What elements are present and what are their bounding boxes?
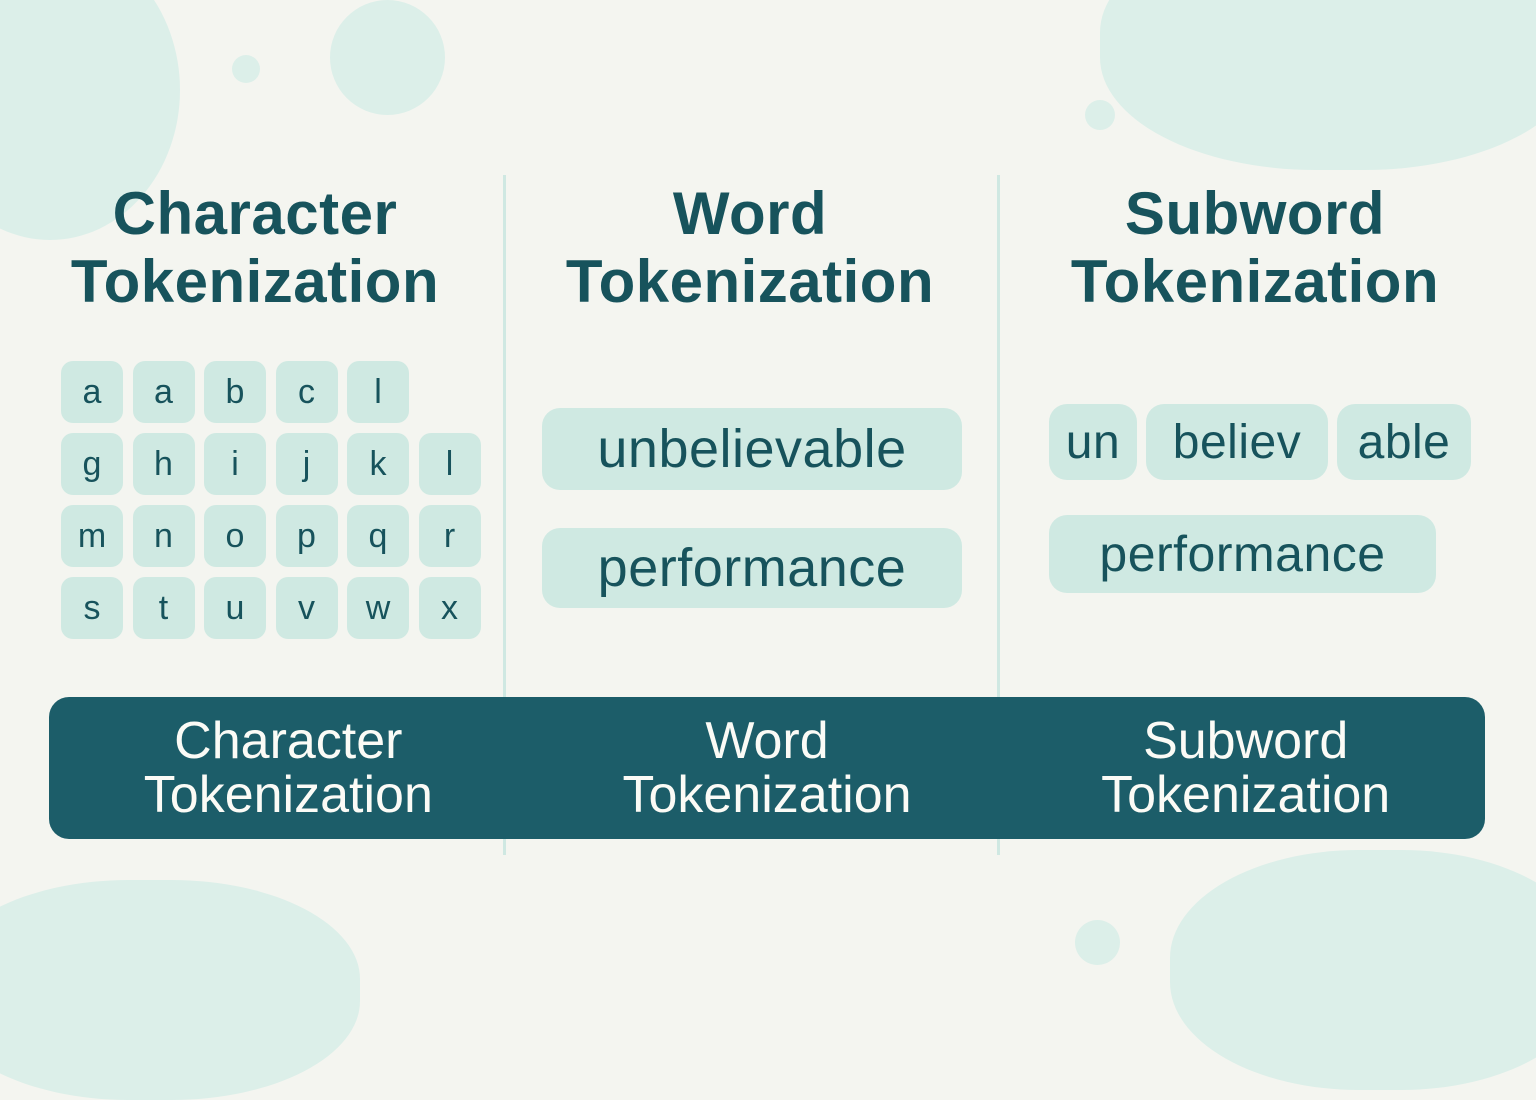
word-tokenization-title: Word Tokenization — [530, 180, 970, 316]
decorative-blob — [232, 55, 260, 83]
char-token: c — [275, 361, 338, 423]
char-token: u — [204, 577, 266, 639]
column-divider — [997, 175, 1000, 855]
column-divider — [503, 175, 506, 855]
decorative-blob — [330, 0, 445, 115]
char-token: j — [275, 433, 338, 495]
banner-line: Tokenization — [622, 766, 912, 824]
subword-token: performance — [1049, 515, 1436, 593]
character-tokenization-title: Character Tokenization — [40, 180, 470, 316]
banner-word: Word Tokenization — [528, 697, 1007, 839]
char-token: g — [61, 433, 123, 495]
decorative-blob — [1100, 0, 1536, 170]
char-token: m — [61, 505, 123, 567]
banner-character: Character Tokenization — [49, 697, 528, 839]
subword-token: un — [1049, 404, 1137, 480]
subword-tokenization-title: Subword Tokenization — [1030, 180, 1480, 316]
word-token: performance — [542, 528, 962, 608]
title-line: Character — [112, 180, 398, 247]
char-token: r — [418, 505, 481, 567]
title-line: Tokenization — [565, 248, 935, 315]
decorative-blob — [1075, 920, 1120, 965]
character-token-grid: a a b c l g h i j k l m n o p q r s t u … — [61, 361, 481, 639]
char-token: a — [132, 361, 195, 423]
char-token: l — [347, 361, 409, 423]
title-line: Subword — [1124, 180, 1386, 247]
char-token: l — [418, 433, 481, 495]
char-token: p — [275, 505, 338, 567]
char-token: t — [132, 577, 195, 639]
char-token: v — [275, 577, 338, 639]
banner-line: Tokenization — [1101, 766, 1391, 824]
subword-token: able — [1337, 404, 1471, 480]
char-token: b — [204, 361, 266, 423]
char-token: i — [204, 433, 266, 495]
char-token: a — [61, 361, 123, 423]
char-token-empty-slot — [419, 361, 481, 423]
char-token: w — [347, 577, 409, 639]
char-token: k — [347, 433, 409, 495]
banner-subword: Subword Tokenization — [1006, 697, 1485, 839]
char-token: s — [61, 577, 123, 639]
char-token: n — [132, 505, 195, 567]
banner-line: Tokenization — [143, 766, 433, 824]
banner-line: Subword — [1143, 712, 1349, 770]
banner-line: Word — [705, 712, 829, 770]
banner-line: Character — [174, 712, 403, 770]
char-token: q — [347, 505, 409, 567]
tokenization-banner: Character Tokenization Word Tokenization… — [49, 697, 1485, 839]
decorative-blob — [1170, 850, 1536, 1090]
decorative-blob — [1085, 100, 1115, 130]
char-token: o — [204, 505, 266, 567]
title-line: Word — [672, 180, 828, 247]
subword-token: believ — [1146, 404, 1328, 480]
char-token: x — [418, 577, 481, 639]
title-line: Tokenization — [70, 248, 440, 315]
char-token: h — [132, 433, 195, 495]
word-token: unbelievable — [542, 408, 962, 490]
title-line: Tokenization — [1070, 248, 1440, 315]
decorative-blob — [160, 900, 190, 930]
